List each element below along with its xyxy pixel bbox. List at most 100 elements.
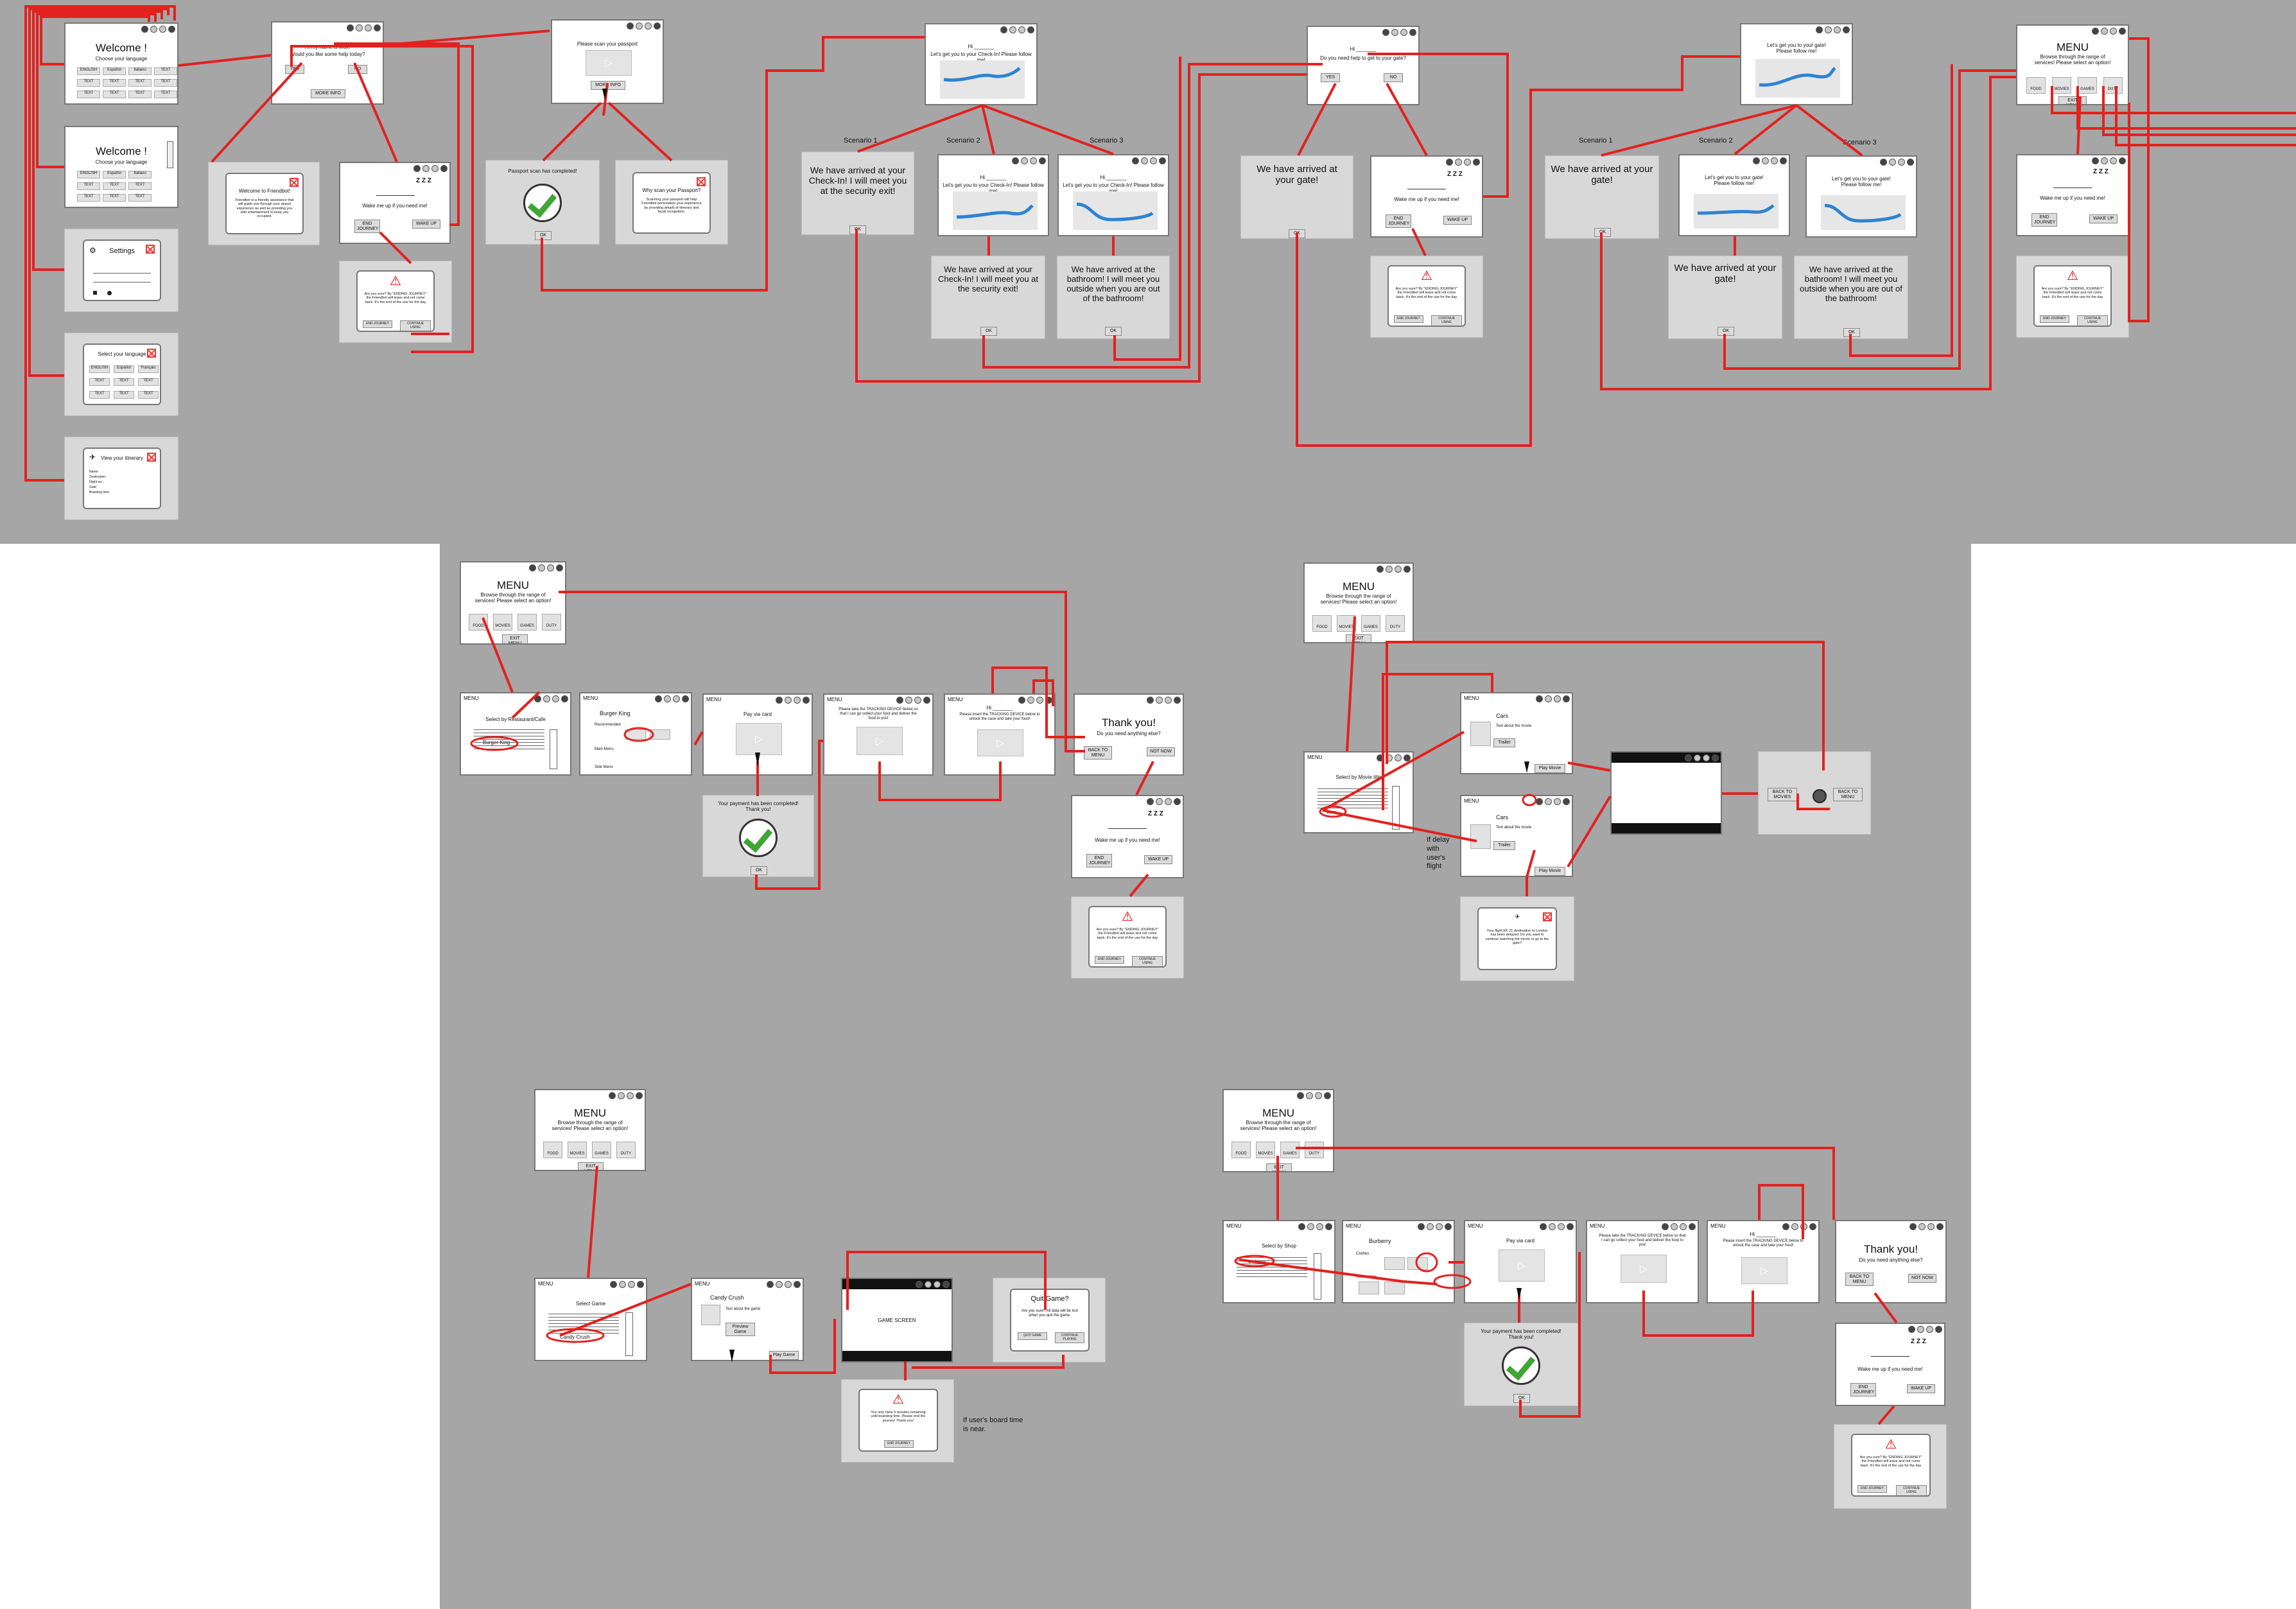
ok-button[interactable]: OK (1718, 327, 1734, 336)
wake-up-button[interactable]: WAKE UP (1907, 1384, 1935, 1393)
end-journey-button[interactable]: END JOURNEY (1394, 315, 1423, 323)
lang-text[interactable]: TEXT (77, 79, 100, 87)
close-icon[interactable] (290, 178, 299, 187)
lang-english[interactable]: ENGLISH (77, 171, 100, 178)
back-to-menu-button[interactable]: BACK TO MENU (1833, 788, 1863, 802)
shop-item-tile[interactable] (1384, 1257, 1405, 1270)
close-icon[interactable] (697, 177, 706, 186)
close-icon[interactable] (146, 245, 155, 254)
back-to-menu-button[interactable]: BACK TO MENU (1845, 1273, 1874, 1287)
lang-text[interactable]: TEXT (89, 391, 110, 399)
slider[interactable] (93, 273, 151, 274)
scrollbar[interactable] (167, 141, 173, 168)
end-journey-button[interactable]: END JOURNEY (2040, 315, 2069, 323)
end-journey-button[interactable]: END JOURNEY (1095, 956, 1124, 964)
not-now-button[interactable]: NOT NOW (1908, 1274, 1936, 1283)
end-journey-button[interactable]: END JOURNEY (2031, 213, 2057, 227)
menu-movies[interactable]: MOVIES (493, 614, 512, 631)
close-icon[interactable] (1543, 912, 1552, 921)
ok-button[interactable]: OK (980, 327, 997, 336)
wake-up-button[interactable]: WAKE UP (2089, 214, 2118, 223)
shop-item-tile[interactable] (1384, 1282, 1405, 1294)
menu-games[interactable]: GAMES (592, 1142, 611, 1158)
lang-text[interactable]: TEXT (154, 67, 177, 75)
lang-text[interactable]: TEXT (114, 378, 134, 386)
lang-text[interactable]: TEXT (103, 79, 126, 87)
lang-text[interactable]: TEXT (138, 391, 159, 399)
continue-using-button[interactable]: CONTINUE USING (2077, 315, 2108, 326)
ok-button[interactable]: OK (1594, 228, 1611, 237)
game-screen-label[interactable]: GAME SCREEN (878, 1318, 916, 1323)
close-icon[interactable] (147, 349, 156, 358)
end-journey-button[interactable]: END JOURNEY (884, 1440, 914, 1448)
exit-menu-button[interactable]: EXIT MENU (502, 634, 528, 643)
alphabet-scrollbar[interactable] (625, 1312, 633, 1356)
lang-text[interactable]: TEXT (103, 182, 126, 190)
continue-using-button[interactable]: CONTINUE USING (1896, 1485, 1927, 1495)
game-item[interactable]: Candy Crush (560, 1334, 590, 1340)
ok-button[interactable]: OK (535, 231, 552, 240)
menu-duty-free[interactable]: DUTY FREE (616, 1142, 636, 1158)
shop-item-tile[interactable] (1359, 1282, 1379, 1294)
menu-food[interactable]: FOOD (1231, 1142, 1251, 1158)
wake-up-button[interactable]: WAKE UP (1443, 216, 1472, 225)
trailer-button[interactable]: Trailer (1493, 841, 1515, 850)
lang-text[interactable]: TEXT (128, 182, 152, 190)
slider[interactable] (93, 282, 151, 283)
lang-espanol[interactable]: Español (114, 365, 134, 373)
menu-movies[interactable]: MOVIES (1256, 1142, 1275, 1158)
exit-menu-button[interactable]: EXIT MENU (1266, 1163, 1292, 1171)
ok-button[interactable]: OK (751, 866, 767, 875)
end-journey-button[interactable]: END JOURNEY (1086, 854, 1112, 868)
lang-italiano[interactable]: Italiano (128, 171, 152, 178)
no-button[interactable]: NO (348, 65, 367, 74)
wake-up-button[interactable]: WAKE UP (412, 220, 440, 229)
back-circle-icon[interactable] (1813, 789, 1827, 803)
end-journey-button[interactable]: END JOURNEY (363, 320, 392, 328)
movie-item[interactable]: Cars (1326, 810, 1336, 815)
back-to-movies-button[interactable]: BACK TO MOVIES (1768, 788, 1797, 802)
alphabet-scrollbar[interactable] (550, 729, 557, 769)
continue-using-button[interactable]: CONTINUE USING (1431, 315, 1462, 326)
lang-text[interactable]: TEXT (77, 91, 100, 98)
menu-movies[interactable]: MOVIES (2052, 77, 2071, 94)
food-item[interactable] (625, 729, 646, 740)
end-journey-button[interactable]: END JOURNEY (1850, 1383, 1876, 1397)
menu-food[interactable]: FOOD (543, 1142, 562, 1158)
close-icon[interactable] (147, 453, 156, 462)
play-movie-button[interactable]: Play Movie (1535, 764, 1565, 773)
toggle-icon[interactable] (107, 291, 112, 295)
continue-using-button[interactable]: CONTINUE USING (400, 320, 431, 331)
lang-text[interactable]: TEXT (77, 194, 100, 202)
quit-game-button[interactable]: QUIT GAME (1018, 1332, 1047, 1340)
menu-duty-free[interactable]: DUTY FREE (1305, 1142, 1324, 1158)
trailer-button[interactable]: Trailer (1493, 738, 1515, 747)
alphabet-scrollbar[interactable] (1314, 1253, 1321, 1300)
end-journey-button[interactable]: END JOURNEY (1857, 1485, 1887, 1493)
not-now-button[interactable]: NOT NOW (1147, 747, 1175, 756)
menu-food[interactable]: FOOD (469, 614, 488, 631)
ok-button[interactable]: OK (849, 225, 866, 234)
menu-games[interactable]: GAMES (1280, 1142, 1300, 1158)
exit-menu-button[interactable]: EXIT MENU (1346, 634, 1371, 642)
end-journey-button[interactable]: END JOURNEY (1386, 214, 1411, 229)
menu-movies[interactable]: MOVIES (568, 1142, 587, 1158)
more-info-button[interactable]: MORE INFO (311, 89, 345, 98)
ok-button[interactable]: OK (1513, 1394, 1530, 1403)
lang-text[interactable]: TEXT (77, 182, 100, 190)
continue-playing-button[interactable]: CONTINUE PLAYING (1055, 1332, 1084, 1343)
continue-using-button[interactable]: CONTINUE USING (1132, 956, 1163, 966)
yes-button[interactable]: YES (1321, 73, 1340, 82)
menu-duty-free[interactable]: DUTY FREE (542, 614, 561, 631)
lang-english[interactable]: ENGLISH (89, 365, 110, 373)
lang-text[interactable]: TEXT (138, 378, 159, 386)
menu-duty-free[interactable]: DUTY FREE (1386, 615, 1405, 632)
menu-games[interactable]: GAMES (2078, 77, 2097, 94)
toggle-icon[interactable] (93, 291, 97, 295)
lang-francais[interactable]: Français (138, 365, 159, 373)
lang-text[interactable]: TEXT (154, 91, 177, 98)
ok-button[interactable]: OK (1105, 327, 1122, 336)
shop-item-tile[interactable] (1407, 1257, 1428, 1270)
alphabet-scrollbar[interactable] (1392, 786, 1400, 830)
lang-text[interactable]: TEXT (114, 391, 134, 399)
